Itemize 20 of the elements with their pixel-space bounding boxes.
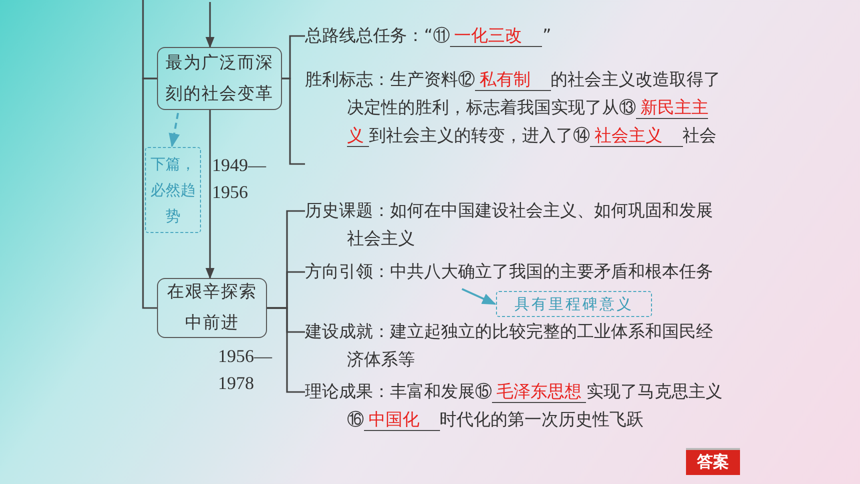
handwritten-note: 具有里程碑意义 (496, 291, 652, 317)
arrow (168, 112, 180, 148)
branch-text: 方向引领：中共八大确立了我国的主要矛盾和根本任务 (305, 258, 729, 286)
connector-line (267, 307, 305, 393)
branch-text: 建设成就：建立起独立的比较完整的工业体系和国民经济体系等 (305, 318, 729, 374)
process-box: 在艰辛探索中前进 (157, 278, 267, 338)
branch-text: 总路线总任务：“⑪ 一化三改 ” (305, 22, 729, 50)
handwritten-note: 下篇，必然趋势 (145, 147, 201, 233)
connector-line (142, 78, 157, 309)
branch-text: 胜利标志：生产资料⑫ 私有制 的社会主义改造取得了决定性的胜利，标志着我国实现了从⑬ 新民主主义 到社会主义的转变，进入了⑭ 社会主义 社会 (305, 66, 729, 150)
arrow (462, 288, 496, 305)
connector-line (282, 78, 305, 165)
year-range: 1949—1956 (212, 154, 266, 204)
process-box: 最为广泛而深刻的社会变革 (157, 47, 282, 110)
answer-button: 答案 (686, 448, 740, 475)
year-range: 1956—1978 (218, 345, 272, 395)
branch-text: 理论成果：丰富和发展⑮ 毛泽东思想 实现了马克思主义⑯ 中国化 时代化的第一次历史性飞跃 (305, 378, 729, 434)
arrow (206, 110, 214, 280)
arrow (206, 2, 214, 48)
branch-text: 历史课题：如何在中国建设社会主义、如何巩固和发展社会主义 (305, 197, 729, 253)
